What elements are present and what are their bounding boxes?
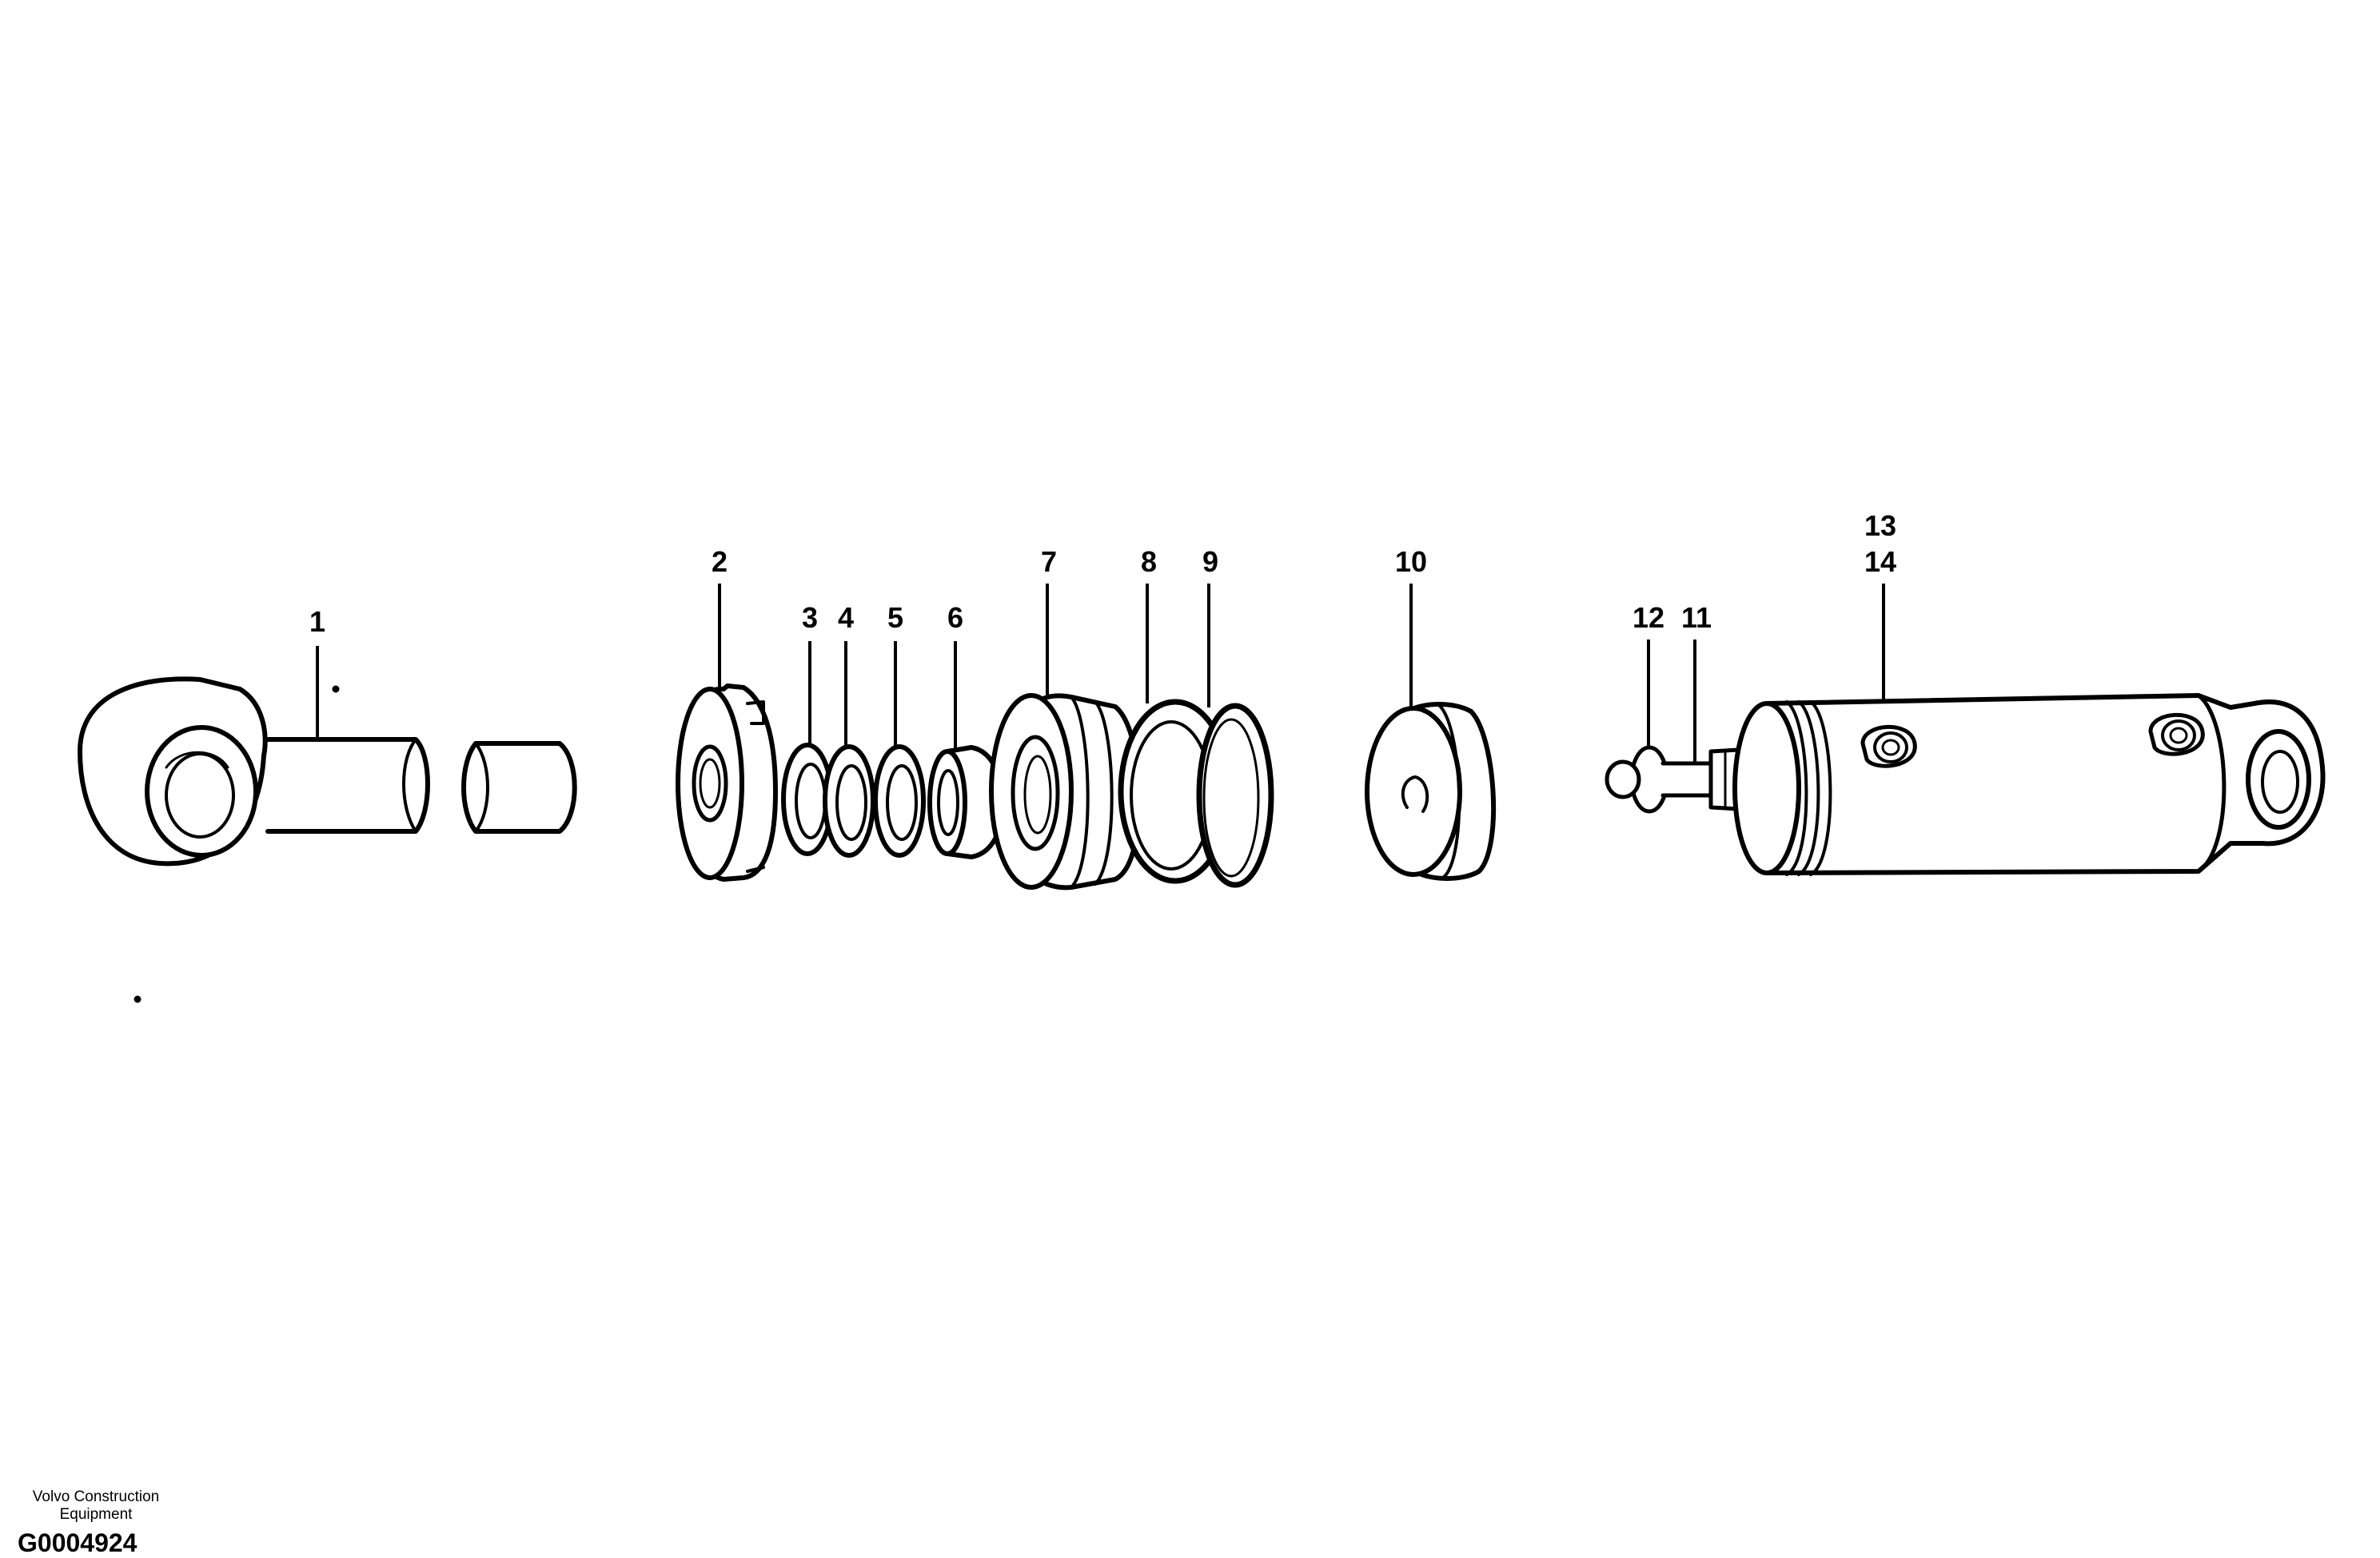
company-line-1: Volvo Construction — [32, 1488, 160, 1505]
part-4-ring — [823, 744, 875, 858]
callout-2: 2 — [712, 545, 728, 578]
callout-5: 5 — [887, 601, 903, 634]
callout-4: 4 — [838, 601, 854, 634]
company-name: Volvo Construction Equipment — [0, 1488, 192, 1524]
callout-9: 9 — [1202, 545, 1218, 578]
part-13-14-cylinder-tube — [1732, 693, 2326, 876]
leader-lines — [316, 584, 1885, 763]
part-1-piston-rod — [78, 676, 577, 1003]
callout-11: 11 — [1681, 601, 1712, 634]
part-9-o-ring — [1196, 703, 1274, 888]
part-10-piston-seal — [1365, 702, 1497, 881]
callout-3: 3 — [802, 601, 818, 634]
callout-numbers: 1 2 3 4 5 6 7 8 9 10 11 12 13 14 — [309, 509, 1896, 638]
callout-1: 1 — [309, 605, 325, 638]
callout-14: 14 — [1864, 545, 1896, 578]
callout-10: 10 — [1395, 545, 1427, 578]
drawing-footer: Volvo Construction Equipment G0004924 — [0, 1488, 192, 1558]
callout-6: 6 — [947, 601, 963, 634]
part-12-washer — [1605, 745, 1669, 814]
part-7-piston — [989, 693, 1142, 891]
callout-8: 8 — [1141, 545, 1157, 578]
callout-7: 7 — [1041, 545, 1057, 578]
drawing-code: G0004924 — [18, 1528, 138, 1557]
callout-12: 12 — [1633, 601, 1664, 634]
callout-13: 13 — [1864, 509, 1896, 542]
part-5-seal — [873, 744, 926, 858]
company-line-2: Equipment — [59, 1506, 133, 1523]
part-2-cylinder-head — [676, 683, 778, 882]
part-6-bushing — [927, 745, 1006, 859]
